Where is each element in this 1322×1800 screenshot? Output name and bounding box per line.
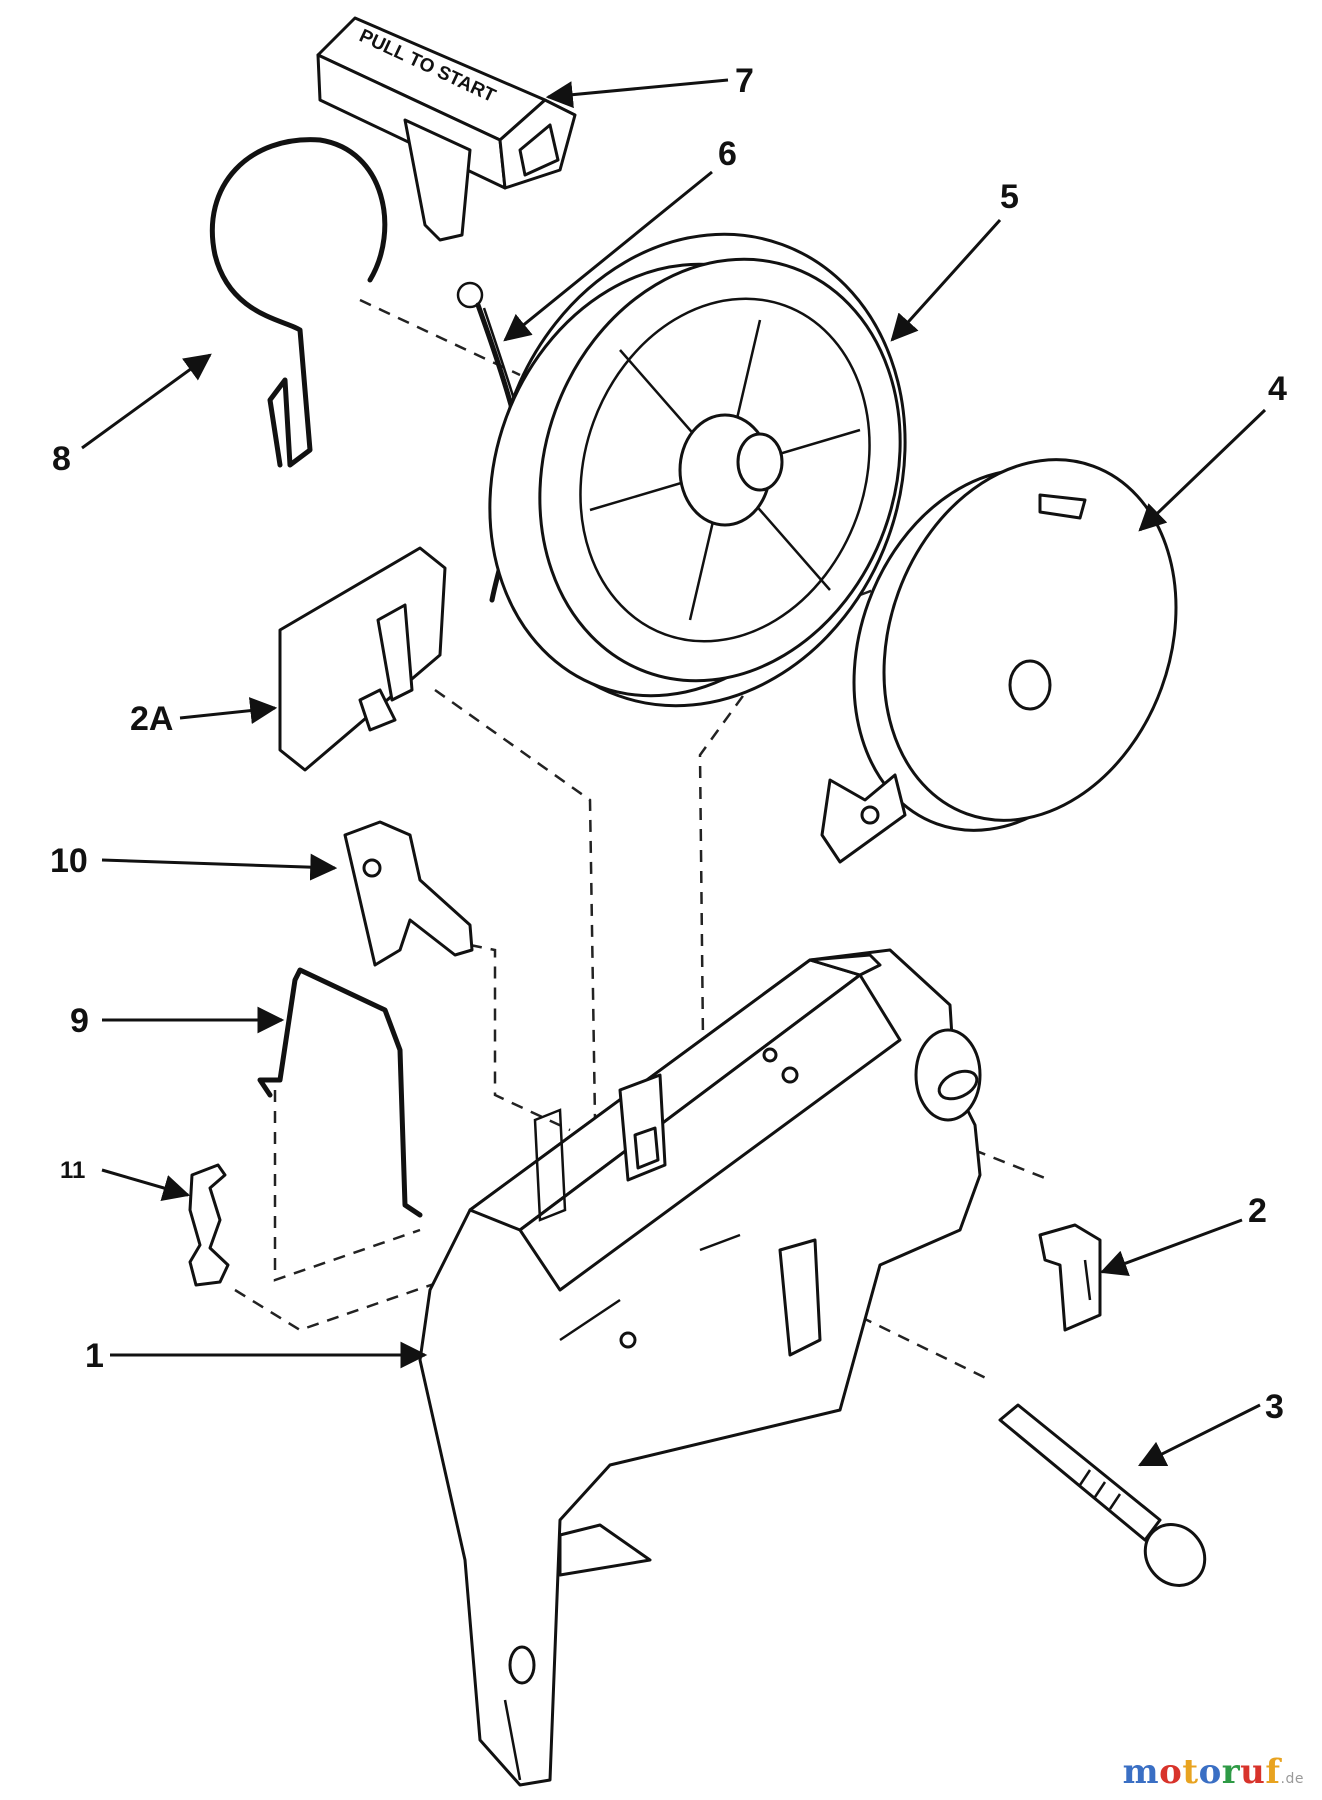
part-1-starter-bracket	[418, 948, 982, 1787]
callout-1: 1	[85, 1337, 104, 1375]
leader-5	[890, 218, 1002, 342]
part-2-pawl	[1038, 1223, 1102, 1332]
leader-4	[1138, 408, 1267, 532]
leader-3	[1137, 1403, 1261, 1467]
watermark-brand: motoruf	[1122, 1752, 1281, 1792]
leader-2a	[179, 697, 278, 725]
callout-2a: 2A	[130, 700, 173, 738]
leader-8	[81, 353, 212, 450]
watermark-suffix: .de	[1280, 1771, 1304, 1787]
leader-6	[503, 170, 713, 342]
callout-labels: 7 6 5 4 8 2A 10 9 11 1 2 3	[50, 62, 1287, 1426]
callout-4: 4	[1268, 370, 1287, 408]
leader-7	[545, 78, 729, 109]
part-3-pin	[998, 1403, 1207, 1587]
callout-10: 10	[50, 842, 88, 880]
callout-5: 5	[1000, 178, 1019, 216]
part-9-wire-spring	[257, 967, 423, 1218]
part-7-starter-handle: PULL TO START	[316, 16, 577, 242]
callout-8: 8	[52, 440, 71, 478]
leader-2	[1099, 1218, 1243, 1277]
leader-lines	[81, 78, 1267, 1467]
part-8-rope-guide-wire	[209, 137, 388, 468]
callout-9: 9	[70, 1002, 89, 1040]
callout-7: 7	[735, 62, 754, 100]
callout-3: 3	[1265, 1388, 1284, 1426]
part-11-clip	[188, 1163, 230, 1287]
leader-11	[101, 1168, 191, 1202]
callout-11: 11	[60, 1157, 85, 1184]
part-4-spring-housing	[820, 458, 1178, 864]
part-10-latch	[343, 820, 474, 967]
watermark-logo: motoruf.de	[1123, 1752, 1304, 1792]
callout-2: 2	[1248, 1192, 1267, 1230]
part-5-pulley	[488, 232, 907, 708]
leader-10	[101, 853, 338, 881]
part-2a-plate	[278, 546, 447, 772]
callout-6: 6	[718, 135, 737, 173]
